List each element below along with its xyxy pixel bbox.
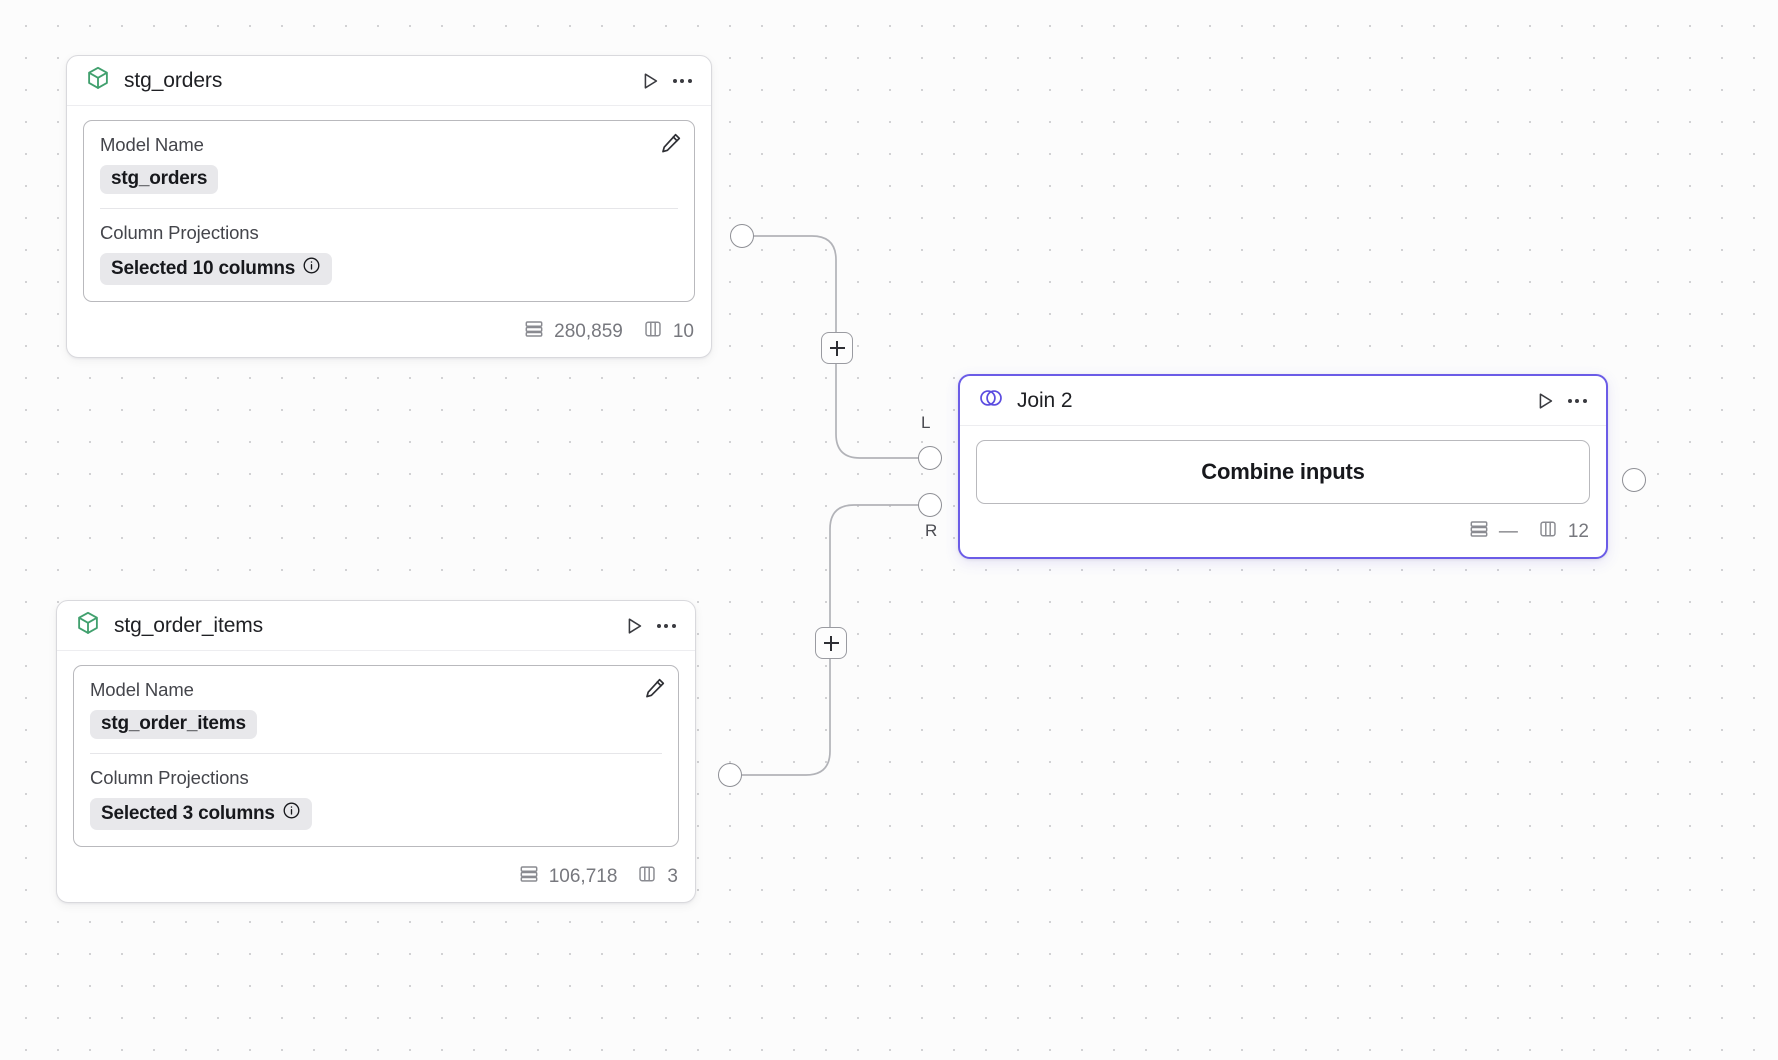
output-handle-join-2[interactable] (1622, 468, 1646, 492)
panel-divider (90, 753, 662, 754)
node-footer: — 12 (960, 504, 1606, 557)
edit-pencil-icon[interactable] (659, 131, 683, 160)
node-header: stg_order_items (57, 601, 695, 651)
rows-icon (523, 318, 545, 346)
columns-icon (1537, 518, 1559, 546)
rows-icon (518, 863, 540, 891)
field-value-model-name[interactable]: stg_order_items (90, 710, 257, 739)
column-count-value: 10 (672, 321, 694, 342)
row-count-stat: 106,718 (518, 863, 618, 891)
input-handle-label-left: L (921, 413, 931, 432)
field-label-column-projections: Column Projections (100, 222, 259, 243)
info-icon[interactable] (302, 256, 321, 281)
columns-icon (642, 318, 664, 346)
node-title: stg_order_items (114, 613, 264, 637)
input-handle-right[interactable] (918, 493, 942, 517)
node-footer: 106,718 3 (57, 857, 695, 902)
field-value-column-projections[interactable]: Selected 10 columns (100, 253, 333, 285)
node-stg-order-items[interactable]: stg_order_items Model Name (56, 600, 696, 903)
pill-text: stg_order_items (101, 713, 246, 734)
field-label-model-name: Model Name (90, 679, 194, 700)
node-title: Join 2 (1017, 388, 1073, 412)
output-handle-stg-orders[interactable] (730, 224, 754, 248)
row-count-value: 280,859 (554, 321, 623, 342)
cube-icon (75, 610, 101, 641)
field-value-model-name[interactable]: stg_orders (100, 165, 219, 194)
run-icon[interactable] (636, 67, 664, 95)
columns-icon (636, 863, 658, 891)
column-count-value: 12 (1567, 521, 1589, 542)
run-icon[interactable] (1531, 387, 1559, 415)
pill-text: Selected 10 columns (111, 257, 296, 279)
field-label-model-name: Model Name (100, 134, 204, 155)
model-config-panel: Model Name stg_orders Column Projections… (83, 120, 695, 302)
more-options-icon[interactable] (1563, 387, 1591, 415)
column-count-stat: 12 (1537, 518, 1589, 546)
info-icon[interactable] (282, 801, 301, 826)
run-icon[interactable] (620, 612, 648, 640)
venn-icon (978, 385, 1004, 416)
combine-inputs-label: Combine inputs (1201, 459, 1365, 484)
node-header: stg_orders (67, 56, 711, 106)
combine-inputs-button[interactable]: Combine inputs (976, 440, 1590, 504)
more-options-icon[interactable] (652, 612, 680, 640)
row-count-stat: — (1468, 518, 1518, 546)
add-node-on-edge-lower[interactable] (815, 627, 847, 659)
cube-icon (85, 65, 111, 96)
column-count-stat: 3 (636, 863, 678, 891)
more-options-icon[interactable] (668, 67, 696, 95)
row-count-value: 106,718 (548, 866, 618, 887)
node-footer: 280,859 10 (67, 312, 711, 357)
row-count-value: — (1498, 521, 1518, 542)
input-handle-label-right: R (925, 521, 938, 540)
model-config-panel: Model Name stg_order_items Column Projec… (73, 665, 679, 847)
field-label-column-projections: Column Projections (90, 767, 249, 788)
edit-pencil-icon[interactable] (643, 676, 667, 705)
node-title: stg_orders (124, 68, 223, 92)
column-count-value: 3 (667, 866, 678, 887)
rows-icon (1468, 518, 1490, 546)
output-handle-stg-order-items[interactable] (718, 763, 742, 787)
pill-text: stg_orders (111, 168, 208, 189)
node-header: Join 2 (960, 376, 1606, 426)
node-body: Model Name stg_order_items Column Projec… (57, 651, 695, 857)
row-count-stat: 280,859 (523, 318, 623, 346)
node-body: Model Name stg_orders Column Projections… (67, 106, 711, 312)
node-join-2[interactable]: Join 2 Combine inputs (958, 374, 1608, 559)
field-value-column-projections[interactable]: Selected 3 columns (90, 798, 312, 830)
column-count-stat: 10 (642, 318, 694, 346)
pill-text: Selected 3 columns (101, 802, 275, 824)
add-node-on-edge-upper[interactable] (821, 332, 853, 364)
panel-divider (100, 208, 678, 209)
node-stg-orders[interactable]: stg_orders Model Name (66, 55, 712, 358)
input-handle-left[interactable] (918, 446, 942, 470)
